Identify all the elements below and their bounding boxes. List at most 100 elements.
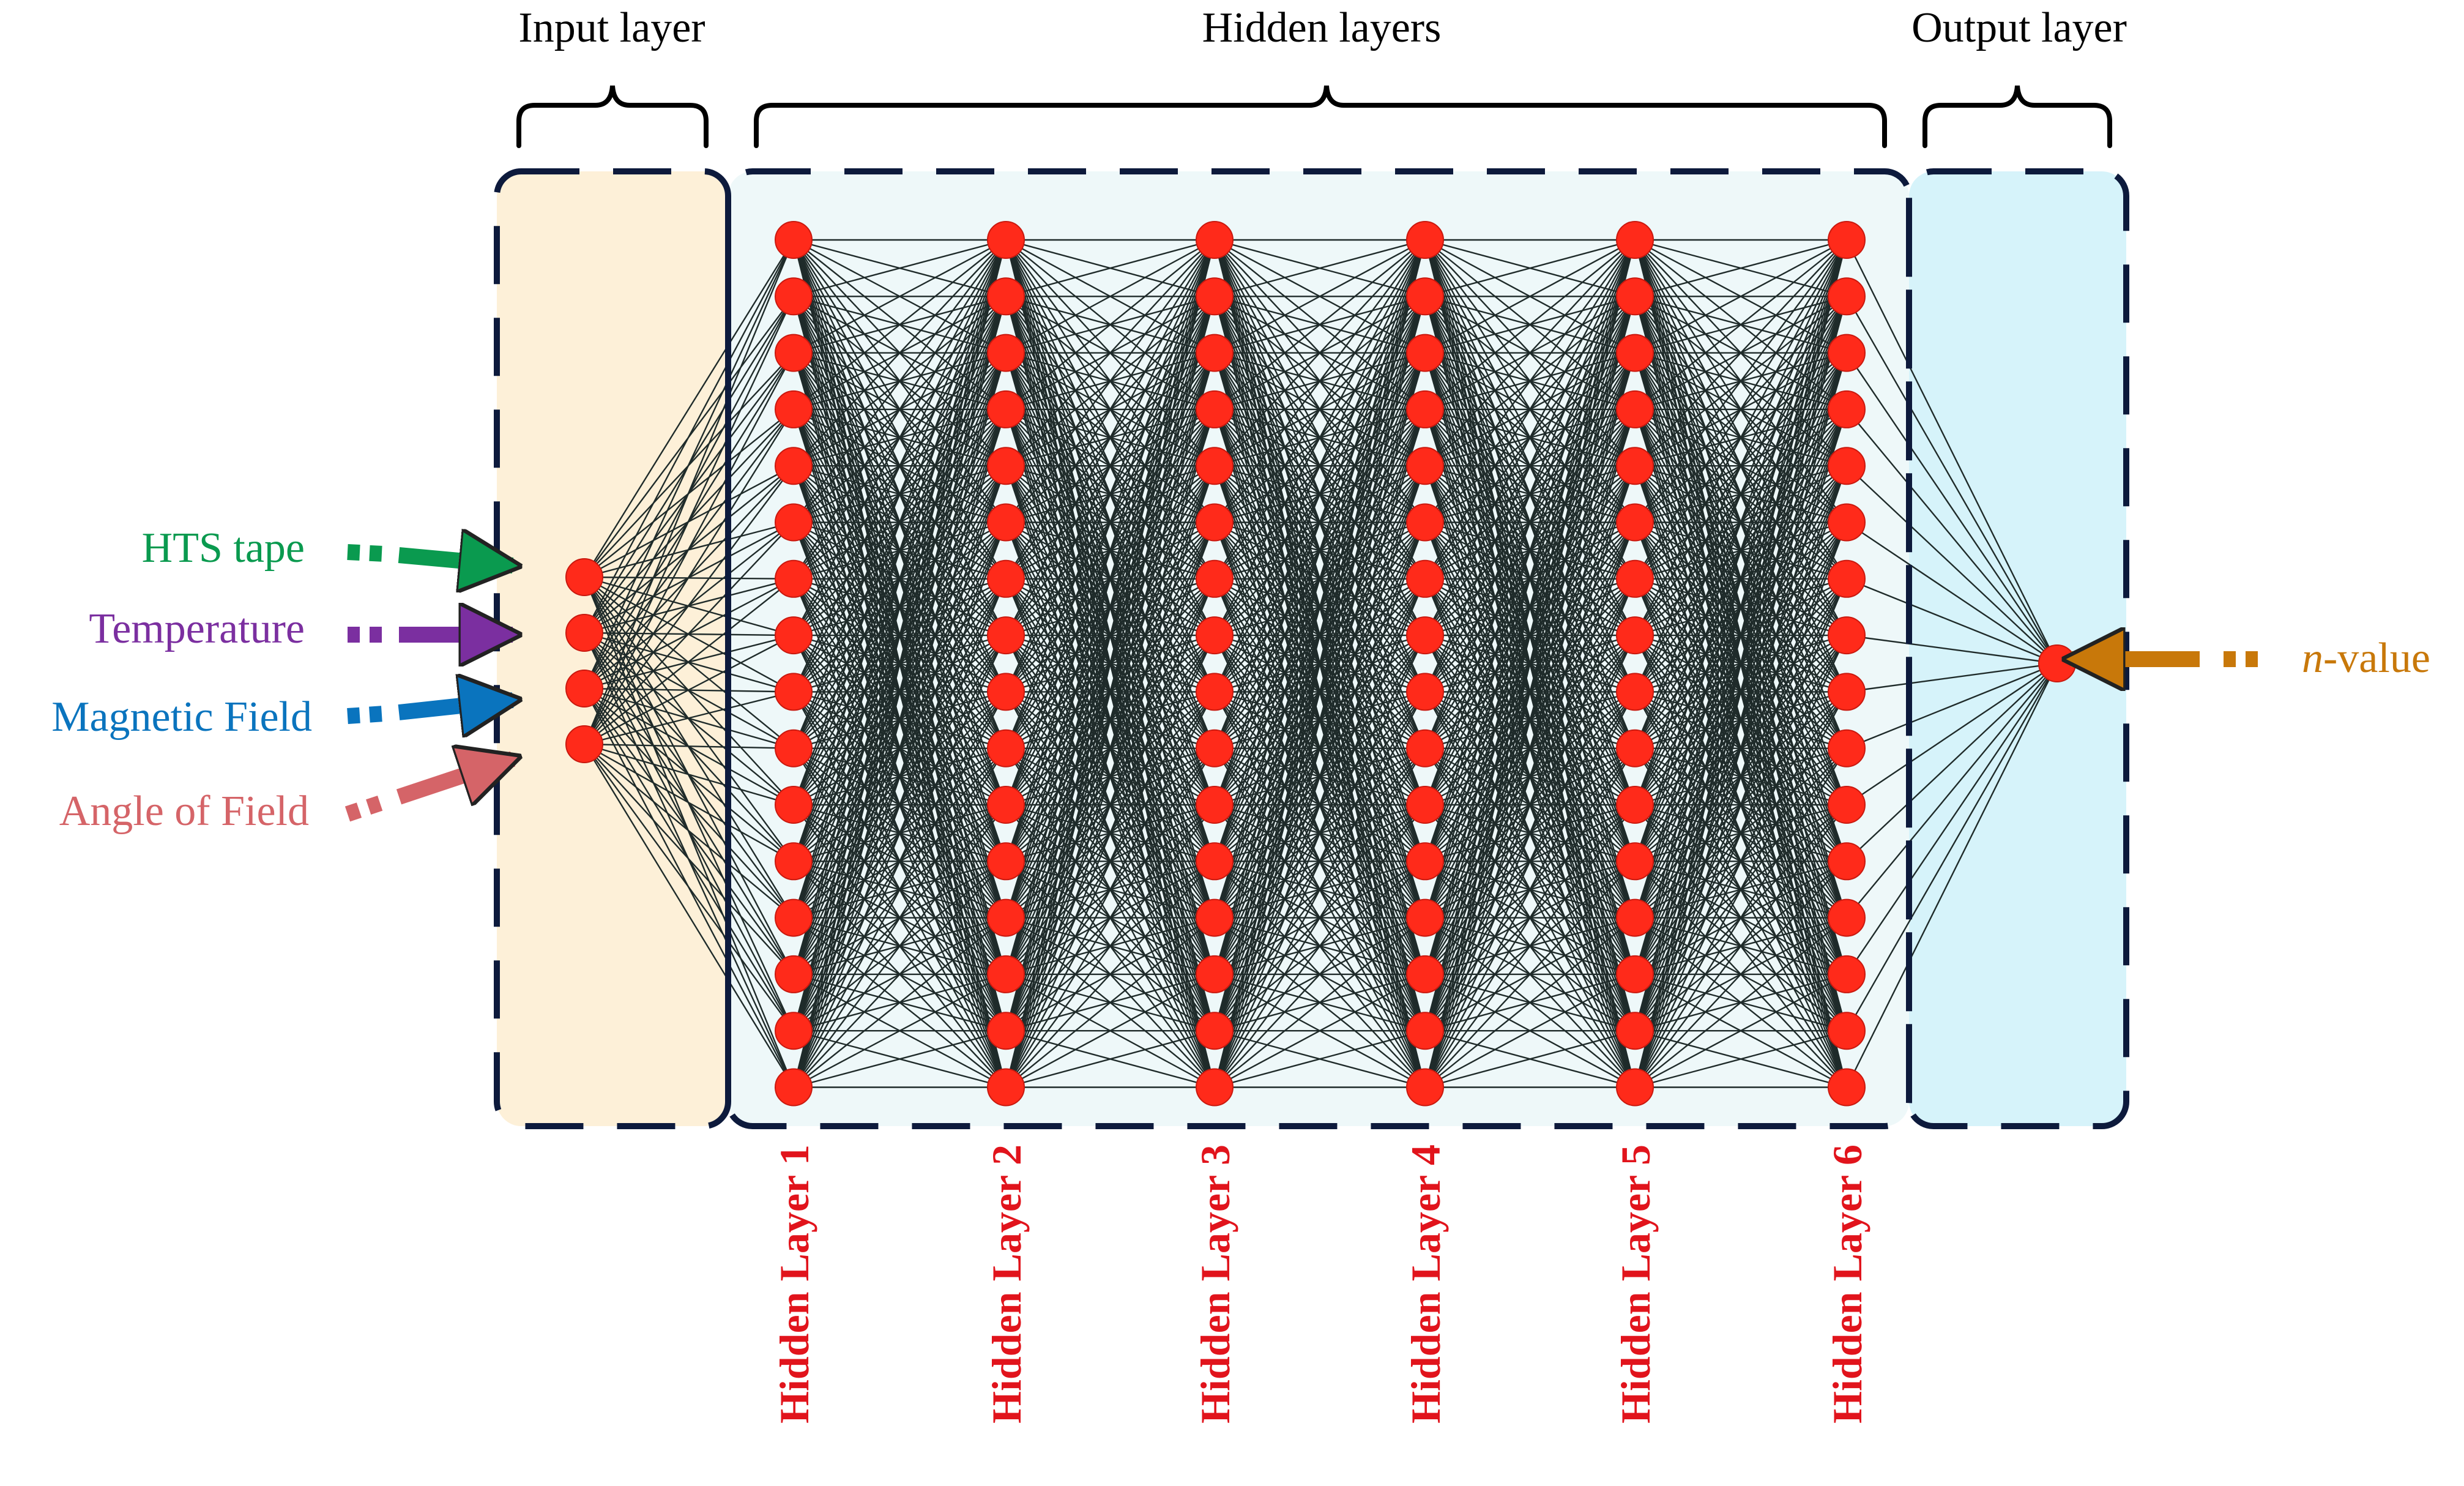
connection-edge bbox=[1005, 917, 1215, 1088]
connection-edge bbox=[1634, 1030, 1847, 1088]
connection-edge bbox=[1634, 635, 1848, 1088]
connection-edge bbox=[1424, 296, 1636, 1088]
connection-edge bbox=[792, 353, 1007, 1088]
connection-edge bbox=[1634, 917, 1847, 1088]
connection-edge bbox=[1634, 239, 1847, 467]
input-node bbox=[565, 558, 603, 596]
connection-edge bbox=[1214, 973, 1426, 1088]
connection-edge bbox=[1213, 409, 1426, 1088]
connection-edge bbox=[1213, 296, 1426, 1088]
connection-edge bbox=[1214, 239, 1426, 410]
connection-edge bbox=[1005, 239, 1215, 297]
hidden-layer-5-node bbox=[1616, 221, 1654, 259]
connection-edge bbox=[1634, 804, 1847, 1088]
hidden-layer-4-node bbox=[1406, 616, 1444, 655]
hidden-layer-3-node bbox=[1196, 616, 1234, 655]
connection-edge bbox=[1424, 239, 1636, 467]
hidden-layer-6-node bbox=[1828, 898, 1866, 937]
connection-edge bbox=[1005, 239, 1216, 1031]
connection-edge bbox=[1634, 239, 1848, 580]
connection-edge bbox=[583, 744, 795, 1088]
connection-edge bbox=[1634, 239, 1848, 862]
hidden-layer-5-node bbox=[1616, 447, 1654, 485]
connection-edge bbox=[1846, 663, 2058, 805]
connection-edge bbox=[1005, 239, 1216, 975]
hidden-layer-4-node bbox=[1406, 842, 1444, 881]
connection-edge bbox=[1424, 239, 1636, 410]
hidden-layer-2-node bbox=[987, 955, 1025, 993]
hidden-layer-4-node bbox=[1406, 729, 1444, 767]
output-label-rest: -value bbox=[2323, 635, 2430, 682]
hidden-layer-3-node bbox=[1196, 559, 1234, 598]
hidden-layer-1-node bbox=[775, 447, 813, 485]
connection-edge bbox=[583, 296, 795, 745]
connection-edge bbox=[1005, 239, 1216, 918]
connection-edge bbox=[1005, 239, 1216, 636]
connection-edge bbox=[1005, 239, 1216, 692]
connection-edge bbox=[1005, 522, 1216, 1088]
hidden-layer-2-node bbox=[987, 1068, 1025, 1107]
hidden-layer-6-node bbox=[1828, 390, 1866, 428]
hidden-layer-5-node bbox=[1616, 503, 1654, 542]
hidden-layer-6-node bbox=[1828, 277, 1866, 316]
hidden-layer-1-node bbox=[775, 390, 813, 428]
angle-of-field-arrow bbox=[396, 759, 513, 797]
hidden-layer-6-node bbox=[1828, 559, 1866, 598]
connection-edge bbox=[584, 635, 794, 745]
angle-of-field-arrow-dash bbox=[344, 794, 387, 822]
connection-edge bbox=[1213, 635, 1426, 1088]
hidden-layer-5-node bbox=[1616, 334, 1654, 372]
hidden-layer-3-node bbox=[1196, 729, 1234, 767]
hidden-layer-2-node bbox=[987, 786, 1025, 824]
hidden-layer-1-node bbox=[775, 1012, 813, 1050]
connection-edge bbox=[1213, 691, 1426, 1088]
connection-edge bbox=[1634, 691, 1848, 1088]
connection-edge bbox=[1213, 748, 1426, 1088]
hidden-layer-2-node bbox=[987, 221, 1025, 259]
connection-edge bbox=[584, 743, 794, 806]
connection-edge bbox=[583, 239, 795, 578]
network-connections bbox=[583, 239, 2058, 1088]
hidden-layer-label-4: Hidden Layer 4 bbox=[1402, 1144, 1449, 1424]
connection-edge bbox=[792, 239, 1007, 918]
connection-edge bbox=[584, 521, 794, 745]
hidden-layer-1-node bbox=[775, 955, 813, 993]
connection-edge bbox=[1213, 239, 1426, 1088]
connection-edge bbox=[1005, 239, 1215, 467]
connection-edge bbox=[1005, 353, 1216, 1088]
hidden-layer-5-node bbox=[1616, 390, 1654, 428]
connection-edge bbox=[793, 239, 1007, 297]
hidden-layer-5-node bbox=[1616, 1068, 1654, 1107]
connection-edge bbox=[1634, 239, 1847, 354]
hidden-layer-5-node bbox=[1616, 1012, 1654, 1050]
hidden-layer-label-3: Hidden Layer 3 bbox=[1192, 1144, 1238, 1424]
hidden-layers-title: Hidden layers bbox=[1202, 4, 1442, 51]
hidden-layer-5-node bbox=[1616, 559, 1654, 598]
output-layer-title: Output layer bbox=[1911, 4, 2127, 51]
connection-edge bbox=[1424, 861, 1636, 1088]
hidden-layer-2-node bbox=[987, 616, 1025, 655]
connection-edge bbox=[792, 239, 1007, 1031]
input-node bbox=[565, 614, 603, 652]
connection-edge bbox=[1846, 352, 2058, 664]
connection-edge bbox=[1634, 239, 1848, 692]
connection-edge bbox=[1005, 239, 1216, 805]
hidden-layer-1-node bbox=[775, 221, 813, 259]
output-node bbox=[2038, 644, 2076, 682]
connection-edge bbox=[793, 239, 1007, 523]
hidden-layer-6-node bbox=[1828, 729, 1866, 767]
hidden-layer-1-node bbox=[775, 842, 813, 881]
hidden-layer-6-node bbox=[1828, 616, 1866, 655]
hidden-layer-2-node bbox=[987, 729, 1025, 767]
connection-edge bbox=[1634, 239, 1847, 410]
connection-edge bbox=[1634, 239, 1847, 523]
connection-edge bbox=[1634, 239, 1848, 636]
hidden-layer-1-node bbox=[775, 277, 813, 316]
hidden-layer-4-node bbox=[1406, 277, 1444, 316]
connection-edge bbox=[1005, 973, 1215, 1088]
hidden-layer-6-node bbox=[1828, 1012, 1866, 1050]
hidden-layer-2-node bbox=[987, 334, 1025, 372]
connection-edge bbox=[793, 804, 1007, 1088]
hidden-layer-4-node bbox=[1406, 898, 1444, 937]
connection-edge bbox=[1424, 691, 1636, 1088]
